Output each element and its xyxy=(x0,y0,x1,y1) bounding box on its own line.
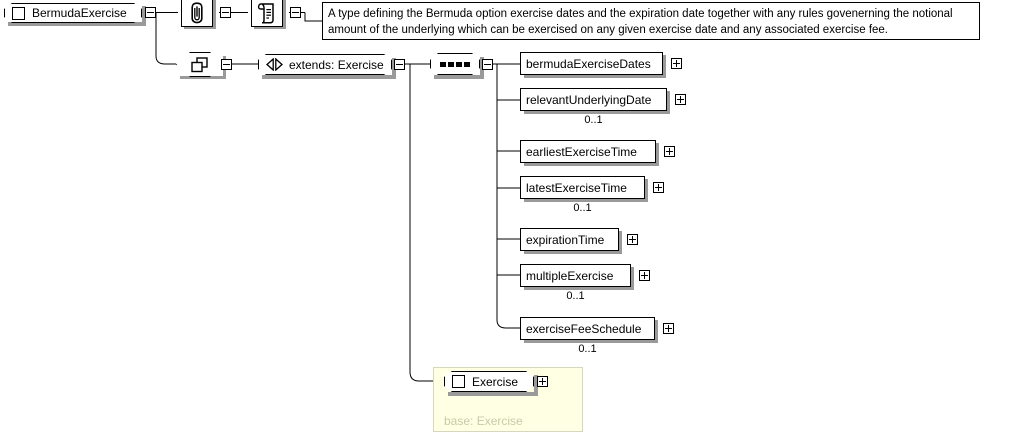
root-node-shadow xyxy=(8,22,146,26)
element-node-relevantUnderlyingDate[interactable]: relevantUnderlyingDate xyxy=(520,88,667,111)
type-square-icon xyxy=(452,375,465,388)
root-node-label: BermudaExercise xyxy=(32,6,127,20)
documentation-text-box: A type defining the Bermuda option exerc… xyxy=(322,2,980,40)
element-expand-toggle-earliestExerciseTime[interactable] xyxy=(664,146,675,157)
element-node-earliestExerciseTime[interactable]: earliestExerciseTime xyxy=(520,140,656,163)
documentation-node-shadow xyxy=(254,26,286,29)
base-type-node[interactable]: Exercise xyxy=(444,371,534,392)
element-expand-toggle-relevantUnderlyingDate[interactable] xyxy=(675,94,686,105)
root-node-shadow-right xyxy=(142,6,146,24)
base-type-node-label: Exercise xyxy=(472,374,519,389)
overlapping-squares-icon xyxy=(190,57,212,75)
element-shadow-right xyxy=(655,320,658,343)
element-label: relevantUnderlyingDate xyxy=(526,92,652,107)
element-shadow-right xyxy=(663,55,666,78)
element-shadow-right xyxy=(619,231,622,254)
complex-content-node[interactable] xyxy=(176,52,224,77)
element-shadow-right xyxy=(631,267,634,290)
base-node-shadow xyxy=(448,392,538,396)
extension-node[interactable]: extends: Exercise xyxy=(258,54,392,75)
extension-triangles-icon xyxy=(266,58,283,71)
extension-collapse-toggle[interactable] xyxy=(394,59,405,70)
document-scroll-icon xyxy=(257,2,274,24)
annotation-node[interactable] xyxy=(181,0,213,27)
annotation-collapse-toggle[interactable] xyxy=(220,7,231,18)
element-node-multipleExercise[interactable]: multipleExercise xyxy=(520,264,631,287)
element-expand-toggle-bermudaExerciseDates[interactable] xyxy=(671,58,682,69)
sequence-collapse-toggle[interactable] xyxy=(482,59,493,70)
sequence-dots-icon xyxy=(439,62,471,67)
sequence-node[interactable] xyxy=(430,53,480,75)
element-shadow xyxy=(524,251,622,254)
documentation-node[interactable] xyxy=(251,0,283,27)
element-expand-toggle-latestExerciseTime[interactable] xyxy=(653,182,664,193)
documentation-collapse-toggle[interactable] xyxy=(290,7,301,18)
documentation-text: A type defining the Bermuda option exerc… xyxy=(328,8,953,36)
element-expand-toggle-expirationTime[interactable] xyxy=(627,234,638,245)
sequence-node-shadow xyxy=(434,75,484,79)
complex-content-shadow xyxy=(180,76,226,79)
extension-node-label: extends: Exercise xyxy=(289,57,384,72)
base-node-shadow-right xyxy=(534,375,538,396)
element-shadow-right xyxy=(667,91,670,114)
element-expand-toggle-exerciseFeeSchedule[interactable] xyxy=(663,323,674,334)
type-square-icon xyxy=(12,7,25,20)
element-label: multipleExercise xyxy=(526,268,614,283)
extension-node-shadow xyxy=(262,75,396,79)
element-node-bermudaExerciseDates[interactable]: bermudaExerciseDates xyxy=(520,52,663,75)
element-label: exerciseFeeSchedule xyxy=(526,321,642,336)
element-cardinality-relevantUnderlyingDate: 0..1 xyxy=(584,114,603,126)
documentation-node-shadow-right xyxy=(283,0,286,29)
element-shadow-right xyxy=(656,143,659,166)
element-label: expirationTime xyxy=(526,232,605,247)
base-type-expand-toggle[interactable] xyxy=(537,376,548,387)
element-shadow xyxy=(524,340,658,343)
element-shadow xyxy=(524,163,659,166)
element-cardinality-multipleExercise: 0..1 xyxy=(566,290,585,302)
element-cardinality-exerciseFeeSchedule: 0..1 xyxy=(578,343,597,355)
root-collapse-toggle[interactable] xyxy=(145,7,156,18)
element-shadow xyxy=(524,75,666,78)
element-expand-toggle-multipleExercise[interactable] xyxy=(639,270,650,281)
element-node-latestExerciseTime[interactable]: latestExerciseTime xyxy=(520,176,645,199)
element-shadow xyxy=(524,111,670,114)
element-label: bermudaExerciseDates xyxy=(526,56,651,71)
element-node-expirationTime[interactable]: expirationTime xyxy=(520,228,619,251)
element-shadow-right xyxy=(645,179,648,202)
element-label: latestExerciseTime xyxy=(526,180,627,195)
element-node-exerciseFeeSchedule[interactable]: exerciseFeeSchedule xyxy=(520,317,655,340)
complex-content-collapse-toggle[interactable] xyxy=(221,59,232,70)
element-shadow xyxy=(524,199,648,202)
element-cardinality-latestExerciseTime: 0..1 xyxy=(573,202,592,214)
annotation-shadow-right xyxy=(213,0,216,29)
element-label: earliestExerciseTime xyxy=(526,144,637,159)
root-type-node[interactable]: BermudaExercise xyxy=(4,3,142,23)
base-type-caption: base: Exercise xyxy=(444,414,523,428)
annotation-shadow xyxy=(184,26,216,29)
paperclip-icon xyxy=(191,1,203,23)
element-shadow xyxy=(524,287,634,290)
